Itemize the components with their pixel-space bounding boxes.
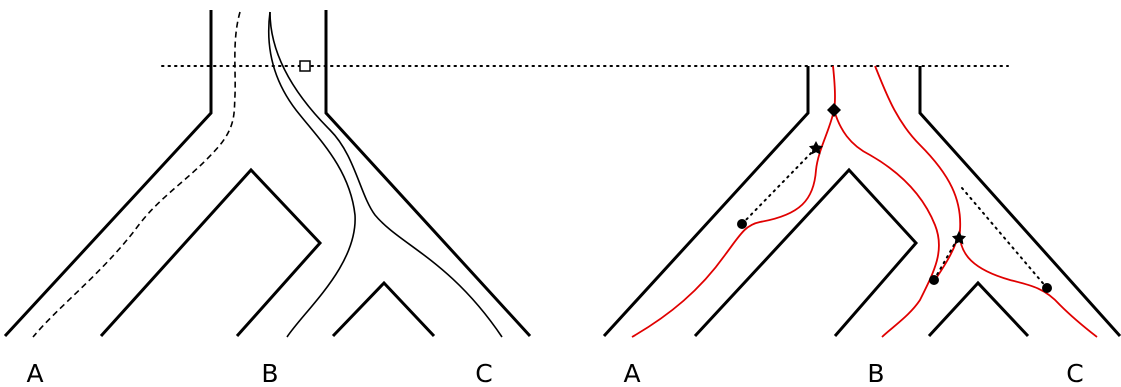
right-node-circle-2 bbox=[929, 275, 939, 285]
left-panel: A B C bbox=[3, 10, 532, 387]
right-tree-outer-right-wall bbox=[918, 66, 1121, 338]
right-node-circle-1 bbox=[737, 219, 747, 229]
left-tip-label-a: A bbox=[26, 359, 43, 387]
left-lineage-b bbox=[267, 11, 356, 338]
left-dashed-lineage-a bbox=[32, 11, 241, 338]
right-tree-outer-left-wall bbox=[602, 66, 810, 338]
right-dotted-connector-c bbox=[961, 187, 1048, 289]
left-tip-label-c: C bbox=[475, 359, 492, 387]
left-tree-ab-inner-wall bbox=[99, 167, 323, 338]
left-open-square-marker bbox=[299, 60, 311, 72]
right-diamond-marker bbox=[827, 103, 841, 117]
right-panel: A B C bbox=[602, 65, 1121, 387]
left-lineage-c bbox=[269, 11, 503, 338]
right-tree-ab-inner-wall bbox=[693, 167, 919, 338]
right-dotted-connector-b bbox=[933, 237, 959, 281]
right-dotted-connector-a bbox=[741, 147, 817, 225]
right-red-lineage-b bbox=[833, 109, 940, 338]
right-tip-label-b: B bbox=[867, 359, 884, 387]
right-tip-label-c: C bbox=[1066, 359, 1083, 387]
right-node-circle-3 bbox=[1042, 283, 1052, 293]
left-tree-outer-left-wall bbox=[3, 10, 213, 338]
left-tree-bc-inner-wall bbox=[331, 280, 436, 338]
right-tree-bc-inner-wall bbox=[927, 280, 1030, 338]
right-red-lineage-c bbox=[874, 65, 1098, 338]
right-tip-label-a: A bbox=[623, 359, 640, 387]
right-star-marker-2 bbox=[951, 231, 967, 245]
right-star-marker-1 bbox=[808, 141, 824, 155]
left-tip-label-b: B bbox=[261, 359, 278, 387]
left-tree-outer-right-wall bbox=[324, 10, 532, 338]
